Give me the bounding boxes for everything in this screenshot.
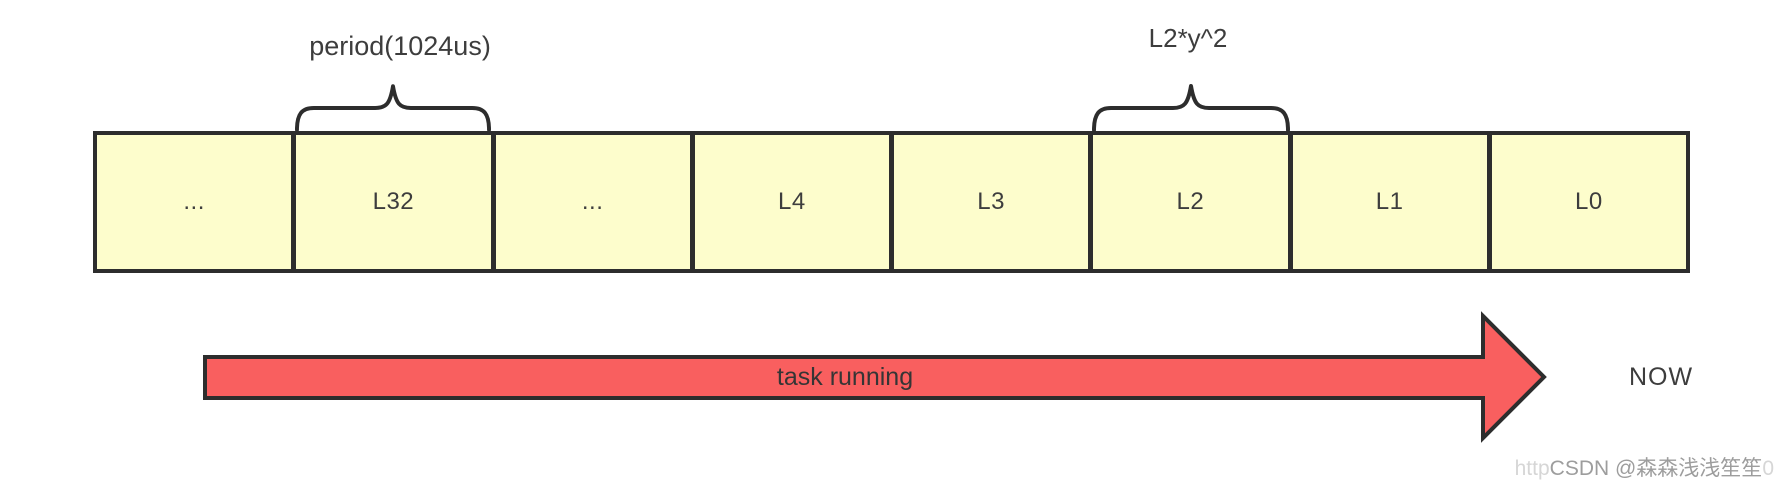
timeline-cell-ellipsis-high: ... [97,135,297,269]
timeline-cell-l32: L32 [296,135,496,269]
watermark-text: CSDN @森森浅浅笙笙 [1549,457,1763,480]
timeline-cell-ellipsis-mid: ... [495,135,695,269]
watermark-url-fragment-tail: 0 [1762,457,1774,480]
l2-weight-brace-icon [1092,84,1290,132]
watermark-url-fragment: http [1514,457,1550,480]
timeline-cell-l2: L2 [1093,135,1293,269]
period-brace-icon [294,84,492,132]
task-running-arrow [203,311,1547,443]
timeline-cell-l0: L0 [1491,135,1686,269]
csdn-watermark: httpCSDN @森森浅浅笙笙0 [1515,452,1774,482]
timeline-cell-l3: L3 [894,135,1094,269]
now-label: NOW [1628,363,1694,391]
period-label: period(1024us) [309,31,491,61]
timeline-cell-l1: L1 [1292,135,1492,269]
level-timeline-bar: ... L32 ... L4 L3 L2 L1 L0 [93,131,1690,273]
timeline-cell-l4: L4 [694,135,894,269]
task-running-label: task running [776,363,914,391]
l2-weight-label: L2*y^2 [1148,23,1228,53]
